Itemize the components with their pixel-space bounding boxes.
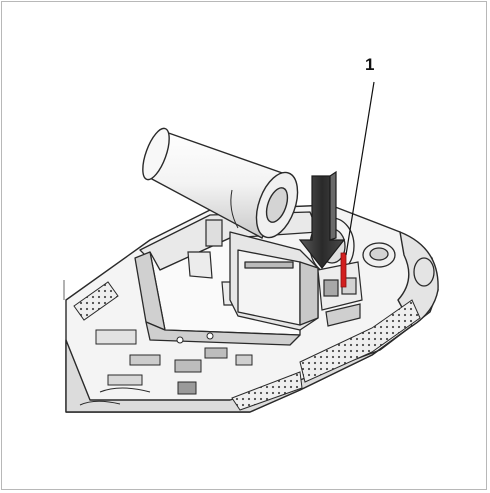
battery-connector — [317, 261, 363, 327]
battery-cable-highlight — [340, 252, 347, 288]
callout-leader-line — [345, 81, 375, 256]
grip-texture — [73, 281, 421, 411]
floor-details — [79, 329, 253, 406]
roll-holder — [229, 231, 319, 331]
paper-roll — [142, 127, 299, 239]
round-button — [362, 242, 435, 287]
insert-direction-arrow — [298, 170, 346, 269]
callout-label-1: 1 — [365, 55, 375, 74]
